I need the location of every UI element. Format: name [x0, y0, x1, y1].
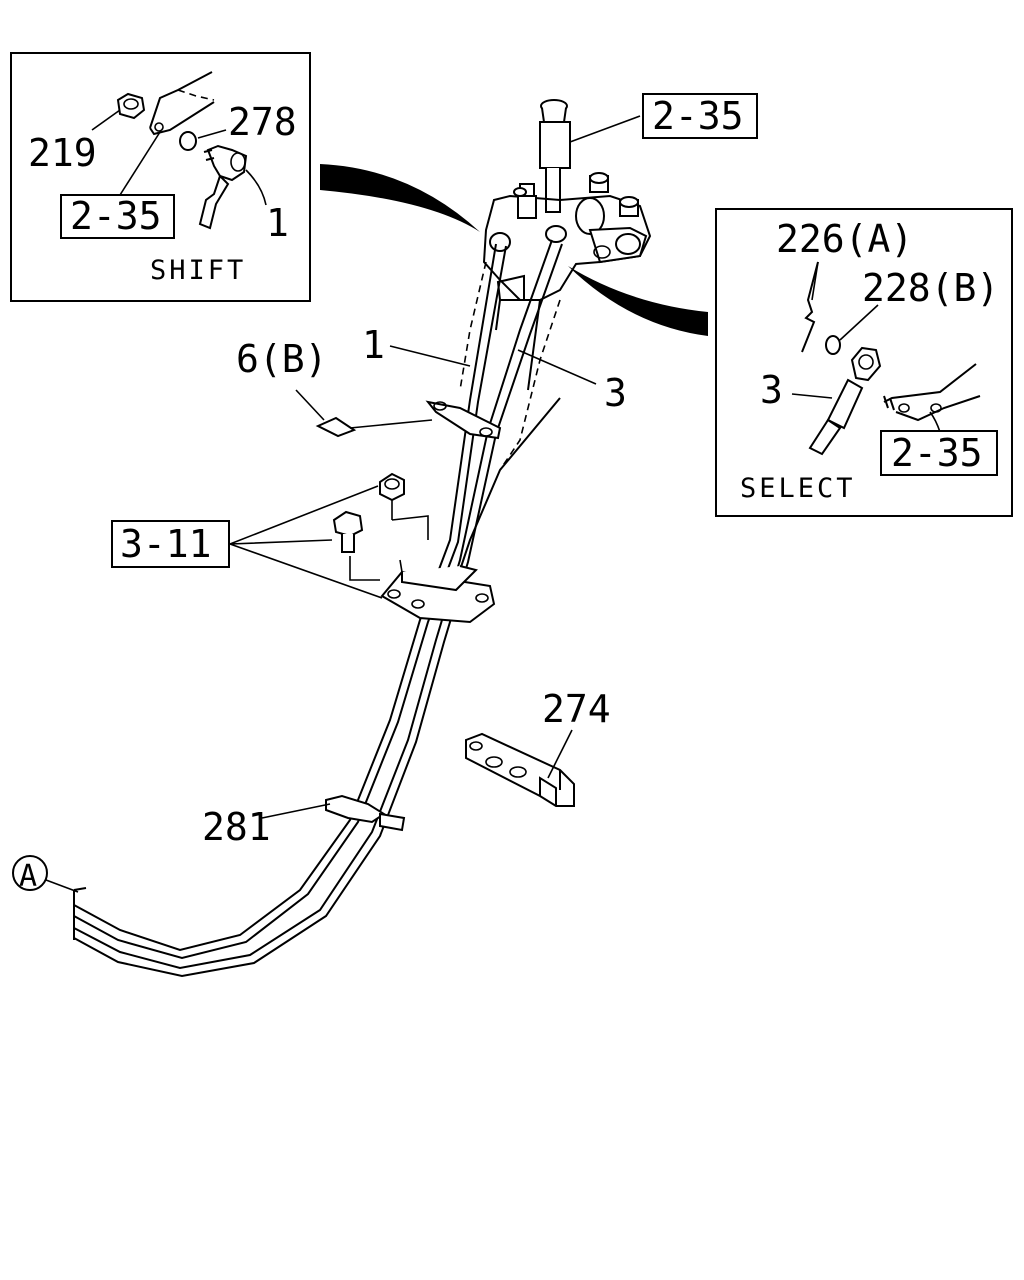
select-inset: 226(A) 228(B) 3 2-35 SELECT [715, 208, 1013, 517]
leader-cable-3 [517, 349, 597, 385]
select-cable [73, 239, 563, 978]
leader-226 [811, 261, 819, 301]
upper-clip-bracket [425, 400, 502, 440]
leader-274 [547, 729, 573, 779]
callout-278: 278 [228, 100, 297, 144]
callout-219: 219 [28, 131, 97, 175]
shift-connector [320, 164, 480, 232]
leader-shift-1 [245, 169, 267, 206]
retainer-274 [465, 732, 575, 807]
leader-top-ref [569, 115, 641, 143]
shift-washer [179, 131, 197, 151]
guide-rail-right [499, 299, 561, 471]
shift-cable [73, 243, 507, 960]
shift-ref-box [60, 194, 175, 239]
shifter-assembly: 2-35 [12, 93, 758, 978]
leader-select-ref [929, 411, 941, 433]
select-lever-arm [883, 363, 981, 422]
select-ref-box [880, 430, 998, 476]
shift-lever [539, 99, 571, 213]
select-washer [825, 335, 841, 355]
leader-point-a [45, 879, 79, 893]
leader-3-11 [229, 485, 383, 599]
shift-lever-arm [149, 71, 215, 136]
shift-inset: 219 278 2-35 1 SHIFT [10, 52, 311, 302]
leader-shift-ref [119, 131, 161, 196]
shift-nut [116, 92, 146, 120]
select-connector [568, 266, 708, 336]
callout-274: 274 [542, 687, 611, 731]
callout-shift-1: 1 [266, 201, 289, 245]
callout-228b: 228(B) [862, 266, 999, 310]
callout-cable-1: 1 [362, 323, 385, 367]
bracket-bolt [332, 510, 364, 553]
bracket-ref-label: 3-11 [120, 522, 212, 566]
leader-228 [839, 304, 879, 341]
callout-281: 281 [202, 805, 271, 849]
shift-ref-label: 2-35 [70, 194, 162, 238]
shift-inset-frame [10, 52, 311, 302]
leader-278 [197, 129, 227, 139]
leader-219 [91, 109, 121, 131]
callout-select-3: 3 [760, 368, 783, 412]
callout-cable-3: 3 [604, 371, 627, 415]
point-a-circle [12, 855, 48, 891]
shift-ball-joint [198, 144, 248, 230]
mounting-bracket [380, 565, 496, 624]
clip-6b [315, 416, 357, 438]
callout-226a: 226(A) [776, 217, 913, 261]
shift-caption: SHIFT [150, 255, 246, 286]
point-a-label: A [19, 859, 37, 894]
top-ref-label: 2-35 [652, 94, 744, 138]
bracket-ref-box [111, 520, 230, 568]
cable-end [73, 887, 87, 940]
leader-6b [349, 419, 433, 429]
nut-drop-line [391, 500, 429, 540]
leader-281 [261, 803, 331, 819]
select-caption: SELECT [740, 473, 856, 504]
top-ref-box [642, 93, 758, 139]
guide-rail-left [459, 261, 487, 391]
shifter-housing [482, 172, 652, 391]
callout-6b: 6(B) [236, 337, 328, 381]
select-cable-branch [459, 397, 561, 571]
select-clip [801, 261, 819, 353]
bolt-drop-line [349, 556, 403, 581]
band-281 [325, 794, 406, 832]
leader-select-3 [791, 393, 833, 399]
leader-cable-1 [389, 345, 471, 367]
select-ball-joint [808, 346, 882, 456]
bracket-nut [379, 472, 405, 502]
select-inset-frame [715, 208, 1013, 517]
select-ref-label: 2-35 [891, 431, 983, 475]
leader-6b-text [295, 389, 325, 421]
